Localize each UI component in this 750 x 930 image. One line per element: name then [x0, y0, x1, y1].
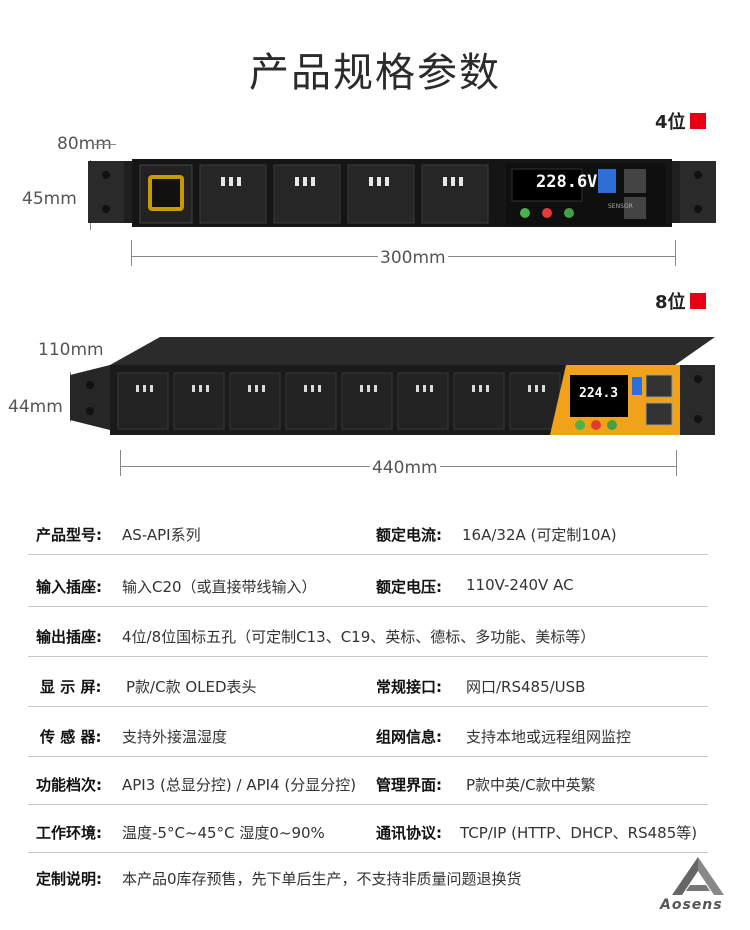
spec-row: 输入插座: 输入C20（或直接带线输入） 额定电压: 110V-240V AC — [28, 562, 708, 607]
spec-row: 定制说明: 本产品0库存预售，先下单后生产，不支持非质量问题退换货 — [28, 854, 708, 898]
spec-label: 显 示 屏: — [40, 678, 102, 696]
dimension-line — [120, 450, 121, 476]
variant-8-text: 8位 — [655, 292, 686, 313]
logo-mark-icon — [672, 857, 724, 895]
spec-row: 显 示 屏: P款/C款 OLED表头 常规接口: 网口/RS485/USB — [28, 662, 708, 707]
spec-label: 功能档次: — [36, 776, 102, 794]
spec-value: 温度-5°C~45°C 湿度0~90% — [122, 824, 325, 842]
spec-value: 支持外接温湿度 — [122, 728, 228, 746]
variant-4-text: 4位 — [655, 112, 686, 133]
aosens-logo: Aosens — [660, 855, 740, 920]
unit8-display: 224.3 — [579, 386, 619, 401]
spec-row: 工作环境: 温度-5°C~45°C 湿度0~90% 通讯协议: TCP/IP (… — [28, 808, 708, 853]
unit4-display: 228.6V — [536, 172, 598, 192]
spec-label: 组网信息: — [376, 728, 442, 746]
spec-value: API3 (总显分控) / API4 (分显分控) — [122, 776, 357, 794]
spec-value: AS-API系列 — [122, 526, 201, 544]
dimension-line — [131, 240, 132, 266]
spec-label: 通讯协议: — [376, 824, 442, 842]
spec-label: 额定电压: — [376, 578, 442, 596]
spec-value: TCP/IP (HTTP、DHCP、RS485等) — [460, 824, 698, 842]
spec-label: 工作环境: — [36, 824, 102, 842]
spec-row: 输出插座: 4位/8位国标五孔（可定制C13、C19、英标、德标、多功能、美标等… — [28, 612, 708, 657]
spec-value: 16A/32A (可定制10A) — [462, 526, 617, 544]
pdu-8-position-image — [70, 337, 715, 435]
unit4-width: 300mm — [378, 248, 448, 268]
spec-value: 网口/RS485/USB — [466, 678, 586, 696]
logo-text: Aosens — [660, 897, 723, 913]
unit8-depth: 110mm — [38, 340, 104, 360]
red-square-icon — [689, 113, 706, 129]
spec-label: 管理界面: — [376, 776, 442, 794]
dimension-line — [676, 450, 677, 476]
spec-value: P款/C款 OLED表头 — [126, 678, 257, 696]
unit8-width: 440mm — [370, 458, 440, 478]
red-square-icon — [689, 293, 706, 309]
unit8-height: 44mm — [8, 397, 63, 417]
spec-row: 功能档次: API3 (总显分控) / API4 (分显分控) 管理界面: P款… — [28, 760, 708, 805]
spec-label: 常规接口: — [376, 678, 442, 696]
pdu-4-position-image — [88, 159, 716, 227]
spec-label: 输出插座: — [36, 628, 102, 646]
dimension-line — [675, 240, 676, 266]
spec-value: 输入C20（或直接带线输入） — [122, 578, 317, 596]
unit4-depth: 80mm — [57, 134, 112, 154]
spec-label: 定制说明: — [36, 870, 102, 888]
unit4-sensor-label: SENSOR — [608, 203, 633, 210]
spec-row: 传 感 器: 支持外接温湿度 组网信息: 支持本地或远程组网监控 — [28, 712, 708, 757]
spec-label: 输入插座: — [36, 578, 102, 596]
spec-value: 支持本地或远程组网监控 — [466, 728, 632, 746]
unit4-height: 45mm — [22, 189, 77, 209]
spec-row: 产品型号: AS-API系列 额定电流: 16A/32A (可定制10A) — [28, 510, 708, 555]
spec-value: 110V-240V AC — [466, 576, 574, 594]
page-title: 产品规格参数 — [249, 50, 501, 96]
spec-label: 传 感 器: — [40, 728, 102, 746]
spec-value: 4位/8位国标五孔（可定制C13、C19、英标、德标、多功能、美标等） — [122, 628, 596, 646]
spec-value: 本产品0库存预售，先下单后生产，不支持非质量问题退换货 — [122, 870, 522, 888]
spec-value: P款中英/C款中英繁 — [466, 776, 596, 794]
variant-8-label: 8位 — [655, 288, 706, 314]
dimension-line — [92, 144, 116, 145]
spec-label: 产品型号: — [36, 526, 102, 544]
variant-4-label: 4位 — [655, 108, 706, 134]
spec-label: 额定电流: — [376, 526, 442, 544]
